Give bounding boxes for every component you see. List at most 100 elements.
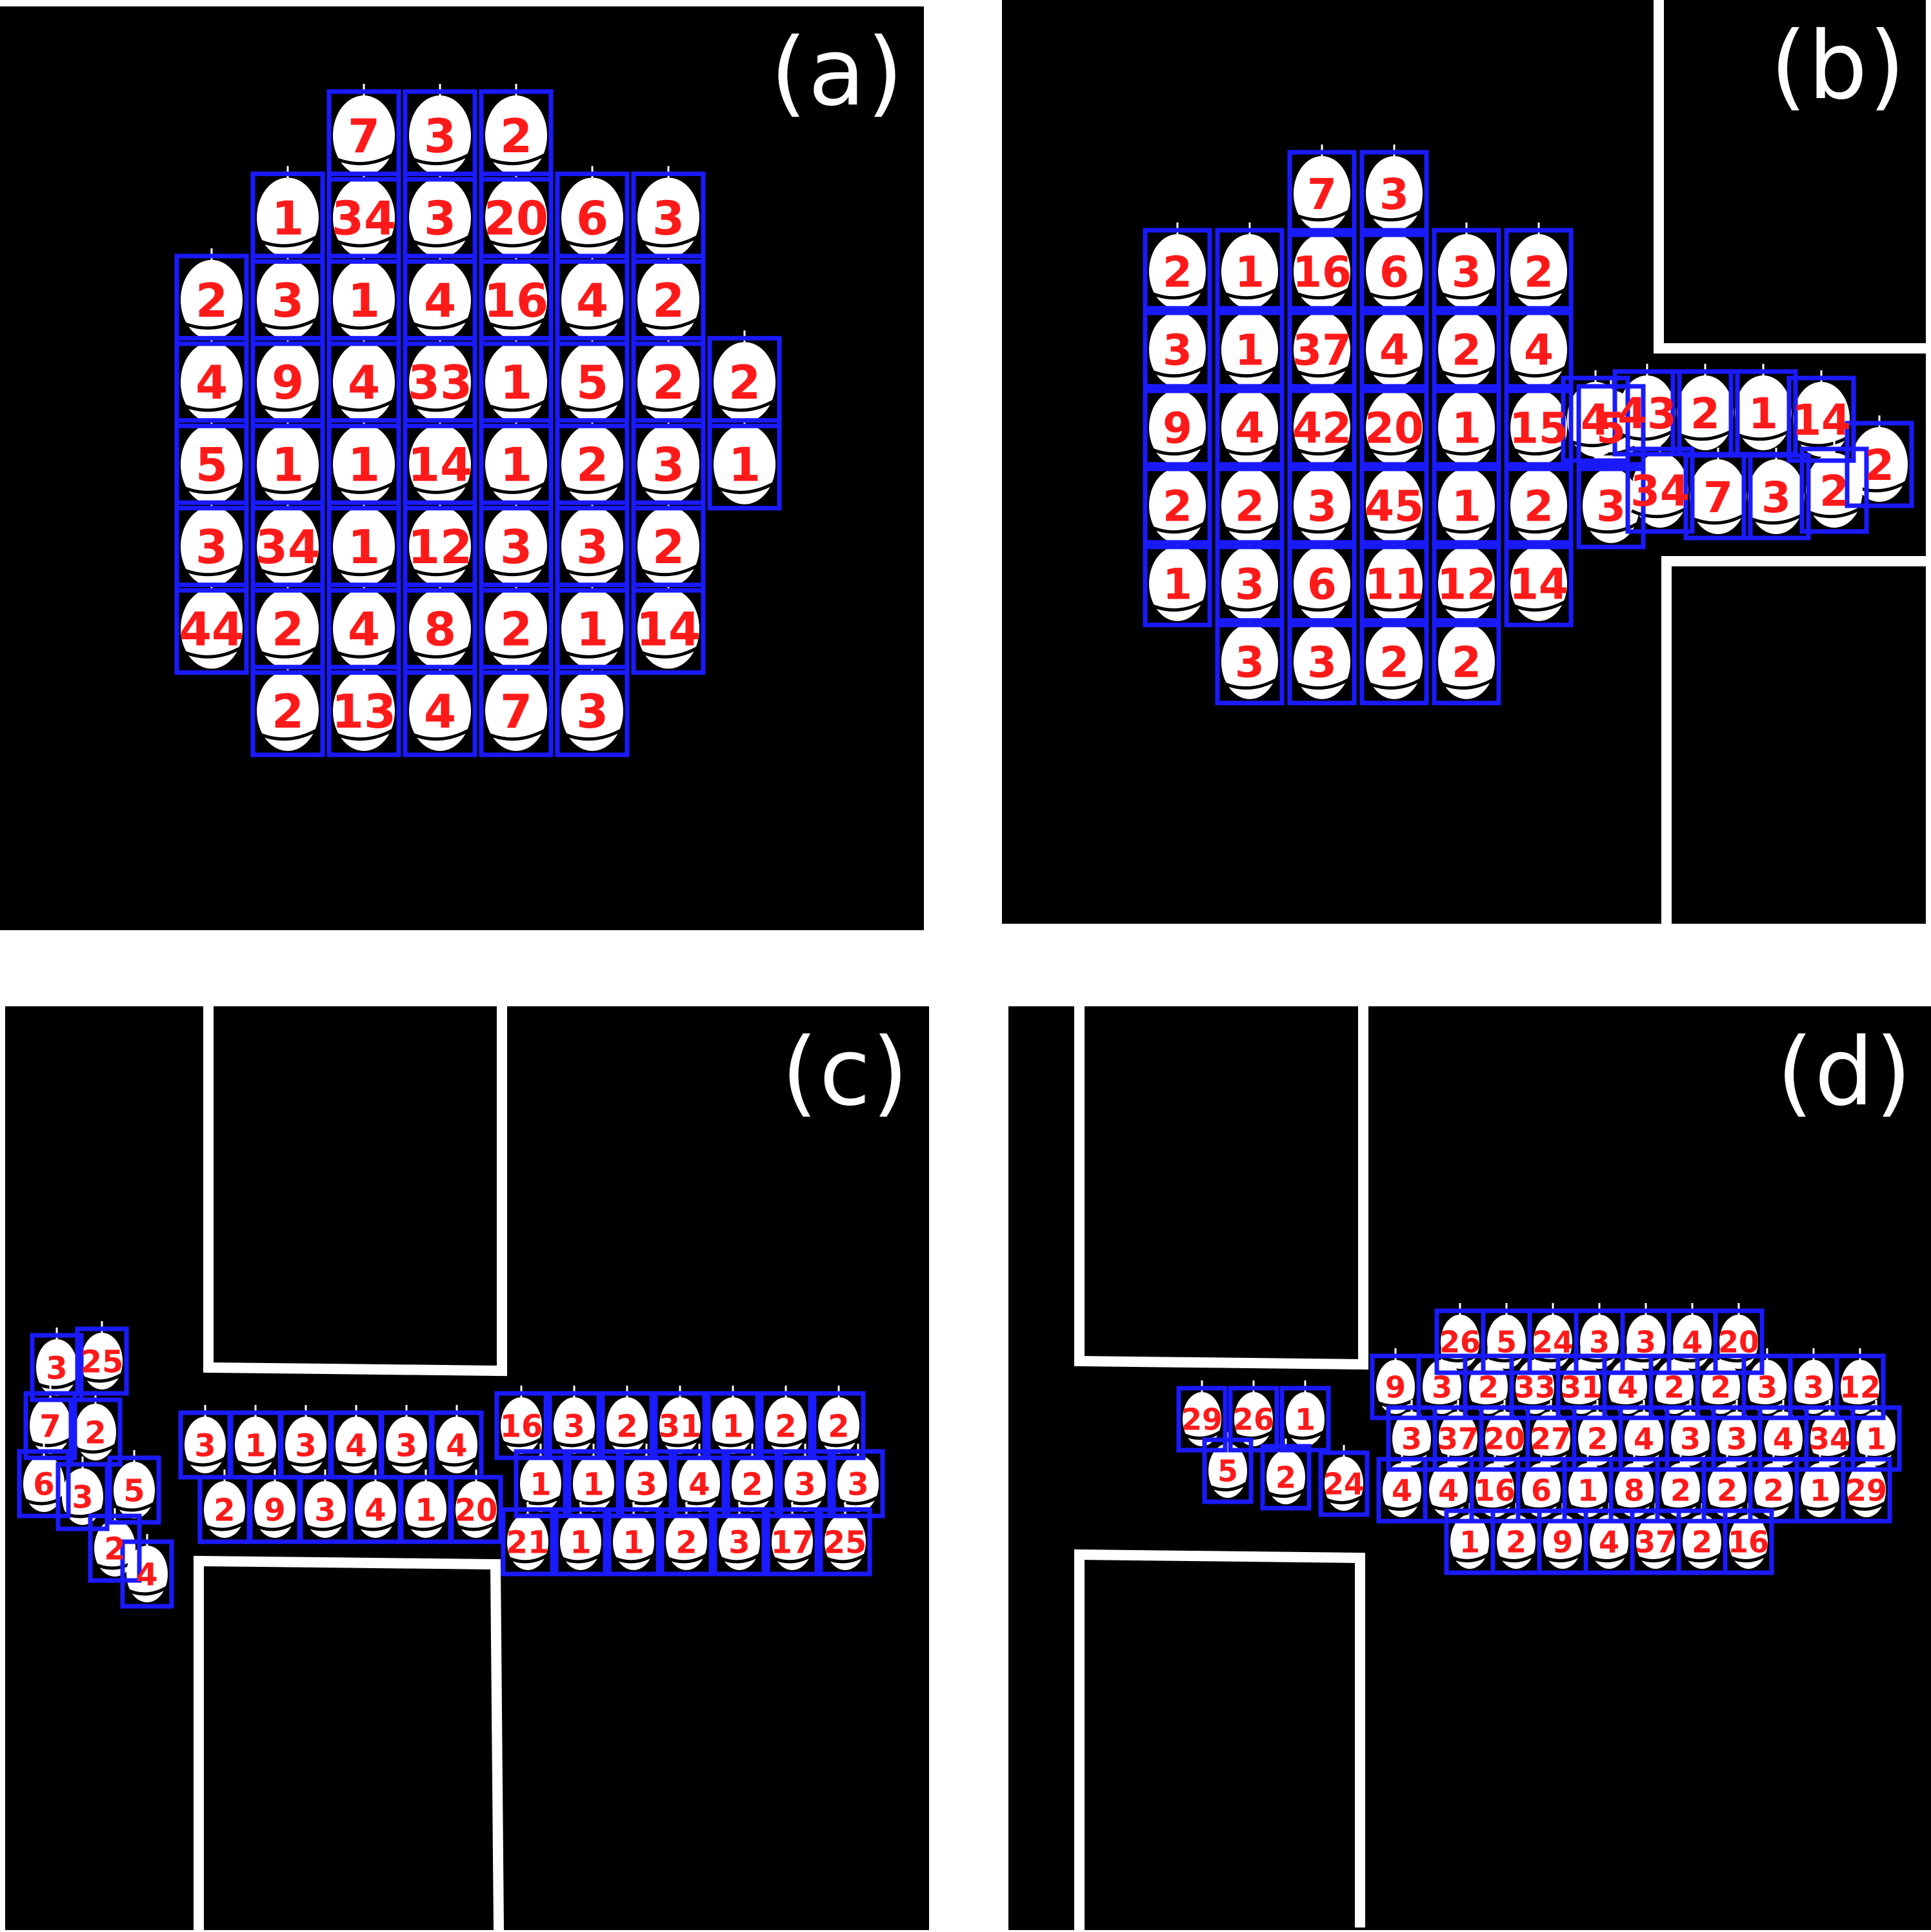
agent-body	[333, 424, 395, 504]
agent-body	[1510, 312, 1567, 387]
agent-leg	[179, 316, 244, 330]
agent-id-label: 2	[1276, 1460, 1296, 1495]
agent-leg	[183, 1456, 227, 1467]
agent-body	[257, 588, 319, 669]
agent-body	[1522, 1463, 1561, 1517]
agent-id-label: 2	[1163, 482, 1192, 532]
agent-id-label: 2	[1670, 1473, 1691, 1508]
agent-body	[126, 1546, 168, 1602]
agent-bounding-box	[706, 1391, 760, 1460]
agent-leg	[1365, 677, 1424, 690]
agent-id-label: 3	[295, 1428, 316, 1464]
agent-body	[1450, 1515, 1489, 1569]
agent-body	[637, 177, 699, 258]
agent-body	[613, 1513, 654, 1570]
agent-id-label: 3	[1379, 170, 1409, 219]
agent-leg	[408, 481, 472, 494]
agent-id-label: 3	[72, 1479, 93, 1515]
agent-body	[1735, 375, 1792, 450]
agent-bounding-box	[17, 1449, 71, 1519]
agent-leg	[1220, 521, 1279, 534]
agent-leg	[730, 1495, 774, 1506]
agent-id-label: 16	[1474, 1473, 1516, 1508]
agent-bounding-box	[1625, 446, 1695, 534]
agent-bounding-box	[250, 418, 325, 511]
agent-body	[333, 506, 395, 587]
agent-leg	[1437, 443, 1496, 456]
agent-leg	[332, 481, 396, 494]
agent-id-label: 3	[424, 109, 456, 163]
agent-id-label: 27	[1530, 1422, 1572, 1457]
agent-leg	[255, 563, 320, 577]
agent-body	[1543, 1515, 1582, 1569]
agent-id-label: 1	[1866, 1422, 1886, 1457]
agent-id-label: 4	[576, 274, 608, 328]
agent-bounding-box	[1143, 462, 1212, 550]
agent-body	[409, 95, 471, 175]
agent-leg	[179, 645, 244, 659]
agent-id-label: 3	[1680, 1422, 1701, 1457]
agent-body	[837, 1455, 879, 1512]
agent-id-label: 7	[1307, 170, 1337, 219]
agent-id-label: 25	[81, 1344, 124, 1380]
agent-id-label: 1	[348, 520, 380, 574]
agent-id-label: 3	[195, 520, 228, 574]
agent-body	[257, 342, 319, 423]
agent-bounding-box	[326, 89, 401, 182]
agent-bounding-box	[326, 171, 401, 264]
agent-id-label: 1	[1452, 482, 1481, 532]
agent-body	[114, 1462, 155, 1519]
agent-bounding-box	[1215, 306, 1285, 393]
agent-body	[765, 1397, 806, 1454]
agent-boxes	[1176, 1308, 1902, 1575]
agent-id-label: 3	[563, 1408, 585, 1444]
agent-id-label: 2	[1664, 1370, 1685, 1405]
agent-leg	[112, 1501, 156, 1512]
agent-bounding-box	[479, 335, 554, 428]
agent-bounding-box	[1432, 462, 1501, 550]
agent-leg	[404, 1520, 448, 1531]
agent-leg	[1437, 521, 1496, 534]
agent-bounding-box	[174, 583, 249, 675]
agent-id-label: 1	[500, 355, 532, 410]
agent-id-label: 2	[728, 355, 761, 410]
agent-id-label: 4	[1634, 1422, 1654, 1457]
agent-body	[679, 1455, 720, 1512]
agent-body	[1286, 1392, 1325, 1446]
agent-bounding-box	[250, 664, 325, 757]
agent-leg	[712, 399, 777, 412]
agent-id-label: 2	[1692, 1525, 1712, 1560]
agent-id-label: 14	[1792, 395, 1851, 445]
agent-leg	[1220, 677, 1279, 690]
agent-bounding-box	[403, 89, 477, 182]
agent-leg	[332, 316, 396, 330]
agent-bounding-box	[1683, 453, 1753, 541]
agent-body	[1366, 546, 1423, 621]
agent-leg	[1285, 1429, 1326, 1440]
agent-id-label: 4	[195, 355, 228, 410]
agent-body	[1748, 459, 1805, 534]
agent-id-label: 16	[500, 1408, 543, 1444]
agent-leg	[1365, 521, 1424, 534]
agent-id-label: 1	[1459, 1525, 1480, 1560]
agent-body	[772, 1513, 813, 1570]
agent-leg	[572, 1495, 615, 1506]
wall-segment	[194, 1555, 505, 1930]
agent-leg	[519, 1495, 563, 1506]
agent-id-label: 2	[104, 1531, 125, 1567]
agent-body	[1149, 312, 1206, 387]
agent-leg	[560, 234, 625, 248]
agent-body	[637, 342, 699, 423]
agent-bounding-box	[1561, 375, 1630, 463]
agent-body	[501, 1397, 542, 1454]
agent-id-label: 26	[1439, 1325, 1481, 1360]
agent-id-label: 3	[1589, 1325, 1610, 1360]
agent-body	[1294, 546, 1350, 621]
agent-id-label: 3	[1757, 1370, 1777, 1405]
agent-bounding-box	[120, 1539, 174, 1609]
agent-body	[1708, 1463, 1746, 1517]
agent-bounding-box	[631, 171, 706, 264]
agent-leg	[1542, 1552, 1583, 1563]
agent-id-label: 4	[424, 684, 456, 739]
